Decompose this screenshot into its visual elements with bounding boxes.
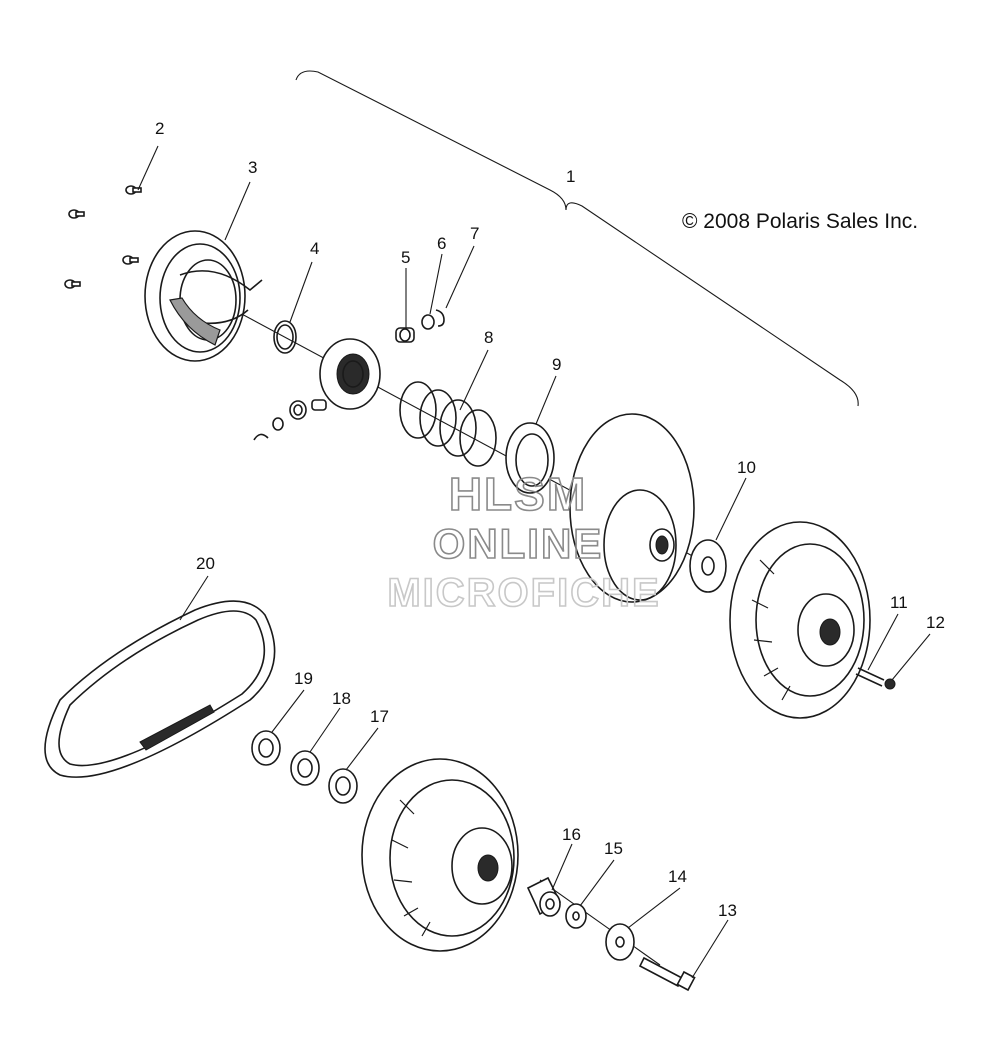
callout-14: 14 <box>668 867 687 886</box>
part-2-bolts <box>64 185 142 289</box>
callout-2: 2 <box>155 119 164 138</box>
callout-13: 13 <box>718 901 737 920</box>
part-7-clip <box>435 309 445 327</box>
watermark-line-1: HLSM <box>449 468 587 520</box>
callout-19: 19 <box>294 669 313 688</box>
callout-11: 11 <box>890 593 908 612</box>
watermark-line-3: MICROFICHE <box>387 571 660 615</box>
part-9-ring <box>505 422 555 494</box>
part-16-spacer <box>526 876 562 917</box>
callout-labels: 1 2 3 4 5 6 7 8 9 10 11 12 13 14 15 16 1… <box>155 119 945 920</box>
shaft-hardware <box>253 399 327 441</box>
part-15-washer <box>565 903 587 929</box>
fixed-sheave-upper <box>729 521 871 719</box>
part-6-washer <box>421 314 435 330</box>
part-17-shim <box>328 768 358 804</box>
callout-1: 1 <box>566 167 575 186</box>
part-5-bushing <box>395 327 415 343</box>
part-12-nut <box>884 678 896 690</box>
callout-6: 6 <box>437 234 446 253</box>
copyright-text: © 2008 Polaris Sales Inc. <box>682 210 918 233</box>
spider-hub <box>319 338 381 410</box>
callout-8: 8 <box>484 328 493 347</box>
callout-12: 12 <box>926 613 945 632</box>
part-8-spring <box>399 381 497 467</box>
callout-9: 9 <box>552 355 561 374</box>
leader-lines <box>137 145 931 979</box>
part-4-snap-ring <box>273 320 297 354</box>
callout-17: 17 <box>370 707 389 726</box>
part-14-washer <box>605 923 635 961</box>
callout-10: 10 <box>737 458 756 477</box>
part-18-shim <box>290 750 320 786</box>
movable-sheave <box>569 413 695 603</box>
fixed-sheave-lower <box>361 758 519 952</box>
callout-20: 20 <box>196 554 215 573</box>
callout-18: 18 <box>332 689 351 708</box>
part-20-belt <box>44 600 276 778</box>
watermark-line-2: ONLINE <box>433 520 604 567</box>
part-19-shim <box>251 730 281 766</box>
part-13-bolt <box>638 956 696 992</box>
assembly-bracket <box>295 70 859 407</box>
callout-3: 3 <box>248 158 257 177</box>
callout-4: 4 <box>310 239 319 258</box>
callout-7: 7 <box>470 224 479 243</box>
callout-15: 15 <box>604 839 623 858</box>
part-10-washer <box>689 539 727 593</box>
callout-16: 16 <box>562 825 581 844</box>
callout-5: 5 <box>401 248 410 267</box>
part-11-bolt <box>855 667 885 687</box>
part-3-cover <box>144 230 263 362</box>
watermark: HLSM ONLINE MICROFICHE <box>387 467 660 616</box>
